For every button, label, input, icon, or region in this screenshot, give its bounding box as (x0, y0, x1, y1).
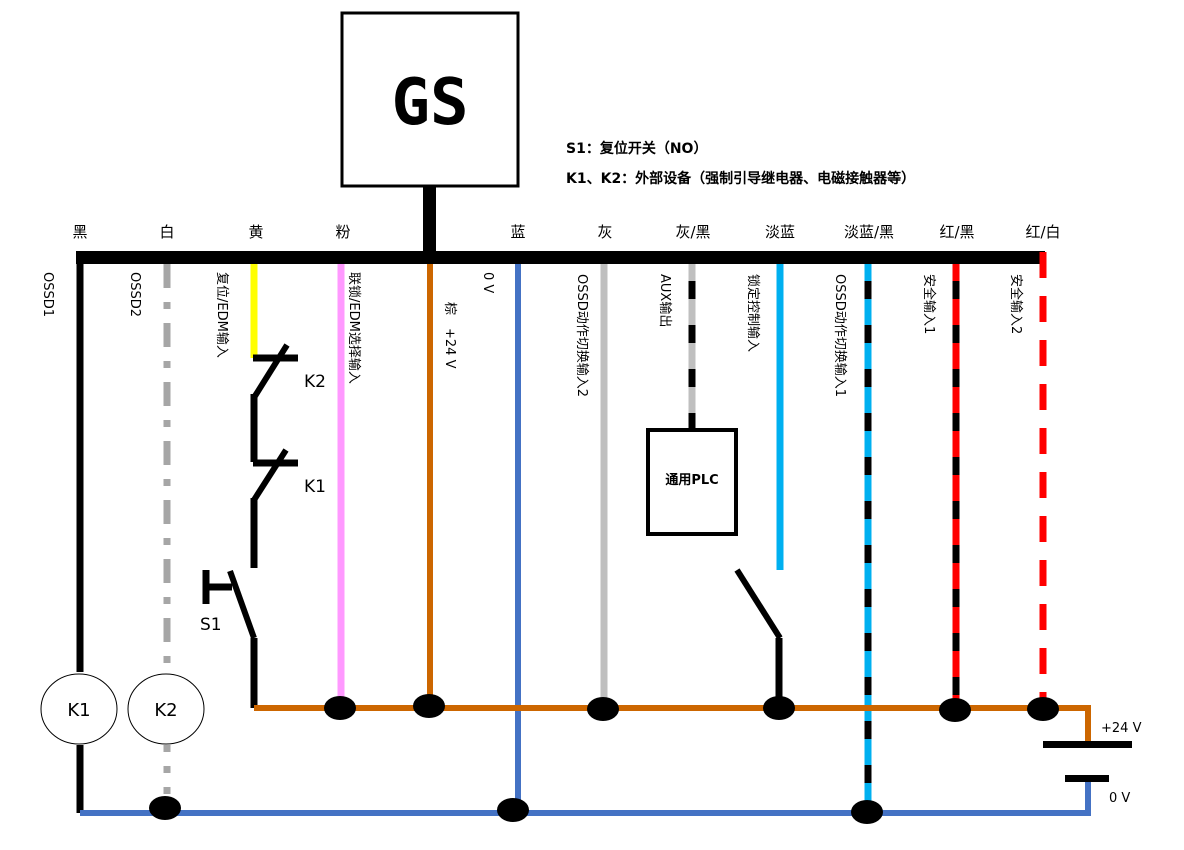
wire-function-labels: OSSD1 OSSD2 复位/EDM输入 联锁/EDM选择输入 棕 +24 V … (40, 272, 1024, 397)
label-ossd1: OSSD1 (40, 272, 55, 317)
gs-device-box (340, 11, 520, 188)
k2-contact-blade (252, 343, 290, 398)
junction-dot (587, 697, 619, 721)
color-label-blue: 蓝 (510, 223, 525, 241)
color-label-yellow: 黄 (248, 223, 263, 241)
main-cable-bus (76, 251, 1045, 264)
note-s1: S1：复位开关（NO） (566, 140, 707, 157)
label-0v: 0 V (480, 272, 495, 293)
note-k1-k2: K1、K2：外部设备（强制引导继电器、电磁接触器等） (566, 170, 915, 187)
label-ossd-switch-input2: OSSD动作切换输入2 (574, 274, 590, 397)
coil-k1-label: K1 (67, 700, 90, 721)
junction-dot (149, 796, 181, 820)
color-label-light-blue: 淡蓝 (765, 223, 795, 241)
junction-dot (763, 696, 795, 720)
coil-k2: K2 (127, 673, 205, 745)
coil-k1-circle (40, 673, 118, 745)
label-safety-input2: 安全输入2 (1008, 274, 1024, 334)
k1-contact: K1 (250, 448, 326, 568)
coil-k1: K1 (40, 673, 118, 745)
general-plc: 通用PLC (646, 428, 738, 536)
power-positive-label: +24 V (1101, 721, 1142, 736)
color-label-light-blue-black: 淡蓝/黑 (844, 223, 894, 241)
label-safety-input1: 安全输入1 (921, 274, 937, 334)
label-reset-edm: 复位/EDM输入 (214, 272, 230, 358)
power-plate-positive (1043, 741, 1132, 748)
wire-color-labels: 黑 白 黄 粉 蓝 灰 灰/黑 淡蓝 淡蓝/黑 红/黑 红/白 (72, 223, 1060, 241)
plc-output-switch (734, 568, 783, 706)
power-supply: +24 V 0 V (1043, 721, 1142, 806)
coil-k2-label: K2 (154, 700, 177, 721)
label-interlock-edm-select: 联锁/EDM选择输入 (346, 272, 362, 384)
k2-contact-label: K2 (304, 372, 326, 392)
plc-box (646, 428, 738, 536)
color-label-pink: 粉 (335, 223, 350, 241)
junction-dot (324, 696, 356, 720)
label-24v: 棕 +24 V (442, 302, 457, 369)
color-label-gray: 灰 (597, 223, 612, 241)
s1-switch-label: S1 (200, 615, 222, 635)
label-ossd-switch-input1: OSSD动作切换输入1 (832, 274, 848, 397)
bus-24v-brown (254, 705, 1091, 742)
label-aux-output: AUX输出 (657, 274, 673, 327)
color-label-black: 黑 (72, 223, 87, 241)
junction-dot (939, 698, 971, 722)
label-lock-control-input: 锁定控制输入 (745, 274, 761, 352)
s1-reset-switch: S1 (200, 569, 258, 708)
s1-switch-blade (227, 569, 257, 640)
color-label-red-white: 红/白 (1025, 223, 1060, 241)
plc-switch-blade (734, 568, 783, 640)
color-label-gray-black: 灰/黑 (675, 223, 710, 241)
color-label-white: 白 (159, 223, 174, 241)
bus-0v-blue (80, 778, 1091, 816)
coil-k2-circle (127, 673, 205, 745)
junction-dot (413, 694, 445, 718)
label-ossd2: OSSD2 (127, 272, 142, 317)
junctions-24v (324, 694, 1059, 722)
power-negative-label: 0 V (1109, 791, 1130, 806)
k1-contact-blade (251, 448, 289, 502)
power-plate-negative (1065, 775, 1109, 782)
k2-contact: K2 (250, 343, 326, 462)
junction-dot (1027, 697, 1059, 721)
color-label-red-black: 红/黑 (939, 223, 974, 241)
plc-label: 通用PLC (665, 472, 718, 488)
k1-contact-label: K1 (304, 477, 326, 497)
junctions-0v (149, 796, 883, 824)
junction-dot (497, 798, 529, 822)
gs-device: GS (340, 11, 520, 252)
gs-cable-stem (423, 186, 436, 252)
gs-device-label: GS (391, 66, 468, 140)
junction-dot (851, 800, 883, 824)
